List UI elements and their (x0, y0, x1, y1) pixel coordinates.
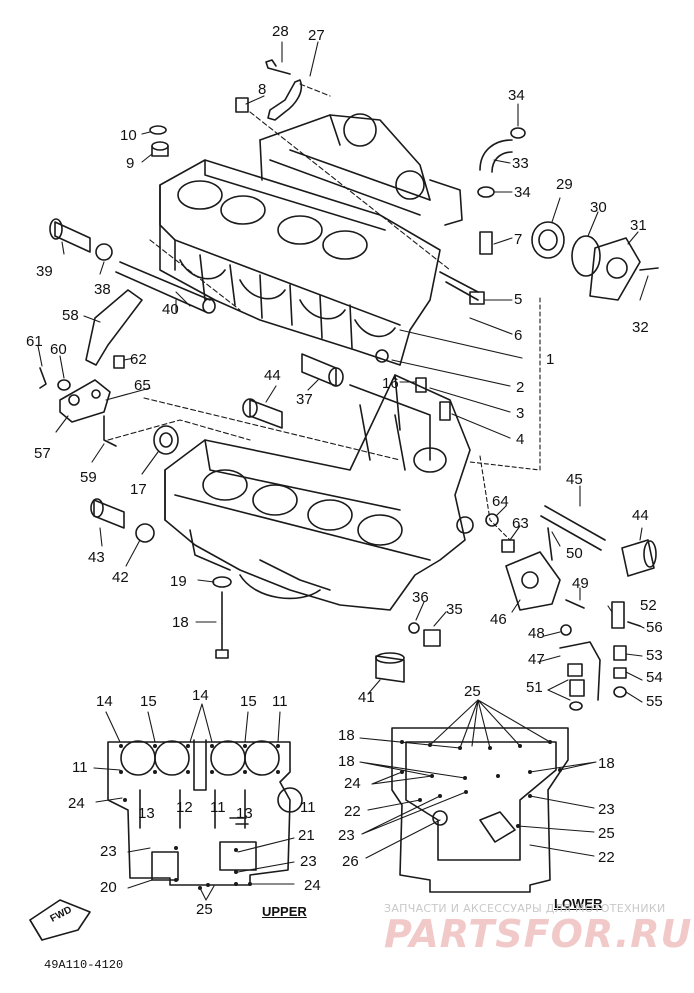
inset-label-24b: 24 (304, 877, 321, 894)
part-label-58: 58 (62, 307, 79, 324)
inset-label-24c: 24 (344, 775, 361, 792)
inset-label-18b: 18 (338, 753, 355, 770)
part-label-41: 41 (358, 689, 375, 706)
part-label-28: 28 (272, 23, 289, 40)
part-label-16: 16 (382, 375, 399, 392)
part-label-64: 64 (492, 493, 509, 510)
part-label-8: 8 (258, 81, 267, 98)
inset-label-18a: 18 (338, 727, 355, 744)
inset-label-11d: 11 (300, 799, 316, 816)
part-label-32: 32 (632, 319, 649, 336)
part-label-35: 35 (446, 601, 463, 618)
part-label-55: 55 (646, 693, 663, 710)
part-label-10: 10 (120, 127, 137, 144)
upper-crankcase (159, 113, 463, 366)
part-label-34: 34 (514, 184, 531, 201)
part-label-57: 57 (34, 445, 51, 462)
part-label-37: 37 (296, 391, 313, 408)
part-label-43: 43 (88, 549, 105, 566)
part-label-34-top: 34 (508, 87, 525, 104)
part-label-50: 50 (566, 545, 583, 562)
part-label-9: 9 (126, 155, 135, 172)
part-label-53: 53 (646, 647, 663, 664)
lower-caption: LOWER (554, 896, 603, 911)
part-label-38: 38 (94, 281, 111, 298)
inset-label-25c: 25 (598, 825, 615, 842)
inset-label-23c: 23 (338, 827, 355, 844)
part-label-5: 5 (514, 291, 523, 308)
inset-label-22b: 22 (598, 849, 615, 866)
part-label-19: 19 (170, 573, 187, 590)
upper-inset (29, 703, 303, 941)
inset-label-11b: 11 (72, 759, 88, 776)
part-label-30: 30 (590, 199, 607, 216)
watermark-logo: PARTSFOR.RU (384, 912, 693, 956)
part-label-46: 46 (490, 611, 507, 628)
part-label-51: 51 (526, 679, 543, 696)
inset-label-12: 12 (176, 799, 193, 816)
part-label-61: 61 (26, 333, 43, 350)
part-label-45: 45 (566, 471, 583, 488)
part-label-29: 29 (556, 176, 573, 193)
upper-caption: UPPER (262, 904, 307, 919)
part-label-65: 65 (134, 377, 151, 394)
part-label-18: 18 (172, 614, 189, 631)
part-label-59: 59 (80, 469, 97, 486)
part-label-63: 63 (512, 515, 529, 532)
part-label-36: 36 (412, 589, 429, 606)
inset-label-11a: 11 (272, 693, 288, 710)
small-parts (39, 59, 659, 711)
part-label-60: 60 (50, 341, 67, 358)
inset-label-26: 26 (342, 853, 359, 870)
inset-label-23a: 23 (100, 843, 117, 860)
inset-label-14b: 14 (192, 687, 209, 704)
inset-label-23b: 23 (300, 853, 317, 870)
part-label-47: 47 (528, 651, 545, 668)
part-label-44: 44 (264, 367, 281, 384)
part-label-31: 31 (630, 217, 647, 234)
part-label-42: 42 (112, 569, 129, 586)
watermark-tagline: ЗАПЧАСТИ И АКСЕССУАРЫ ДЛЯ МОТОТЕХНИКИ (384, 902, 666, 915)
part-label-4: 4 (516, 431, 525, 448)
inset-label-13b: 13 (236, 805, 253, 822)
part-label-44-right: 44 (632, 507, 649, 524)
leader-lines (37, 41, 649, 703)
inset-label-13a: 13 (138, 805, 155, 822)
inset-label-15b: 15 (240, 693, 257, 710)
part-label-48: 48 (528, 625, 545, 642)
inset-label-14a: 14 (96, 693, 113, 710)
inset-label-22a: 22 (344, 803, 361, 820)
part-label-54: 54 (646, 669, 663, 686)
inset-label-25b: 25 (464, 683, 481, 700)
inset-label-20: 20 (100, 879, 117, 896)
part-label-27: 27 (308, 27, 325, 44)
part-label-56: 56 (646, 619, 663, 636)
lower-crankcase (164, 374, 474, 611)
inset-label-21: 21 (298, 827, 315, 844)
part-label-40: 40 (162, 301, 179, 318)
lower-inset (359, 699, 597, 893)
part-label-3: 3 (516, 405, 525, 422)
inset-label-18c: 18 (598, 755, 615, 772)
part-label-49: 49 (572, 575, 589, 592)
inset-label-15a: 15 (140, 693, 157, 710)
part-label-39: 39 (36, 263, 53, 280)
inset-label-11c: 11 (210, 799, 226, 816)
part-label-6: 6 (514, 327, 523, 344)
part-label-52: 52 (640, 597, 657, 614)
part-label-33: 33 (512, 155, 529, 172)
part-label-7: 7 (514, 231, 523, 248)
inset-label-23d: 23 (598, 801, 615, 818)
inset-label-24a: 24 (68, 795, 85, 812)
part-label-1: 1 (546, 351, 555, 368)
part-label-62: 62 (130, 351, 147, 368)
diagram-code: 49A110-4120 (44, 958, 124, 972)
part-label-17: 17 (130, 481, 147, 498)
part-label-2: 2 (516, 379, 525, 396)
inset-label-25a: 25 (196, 901, 213, 918)
